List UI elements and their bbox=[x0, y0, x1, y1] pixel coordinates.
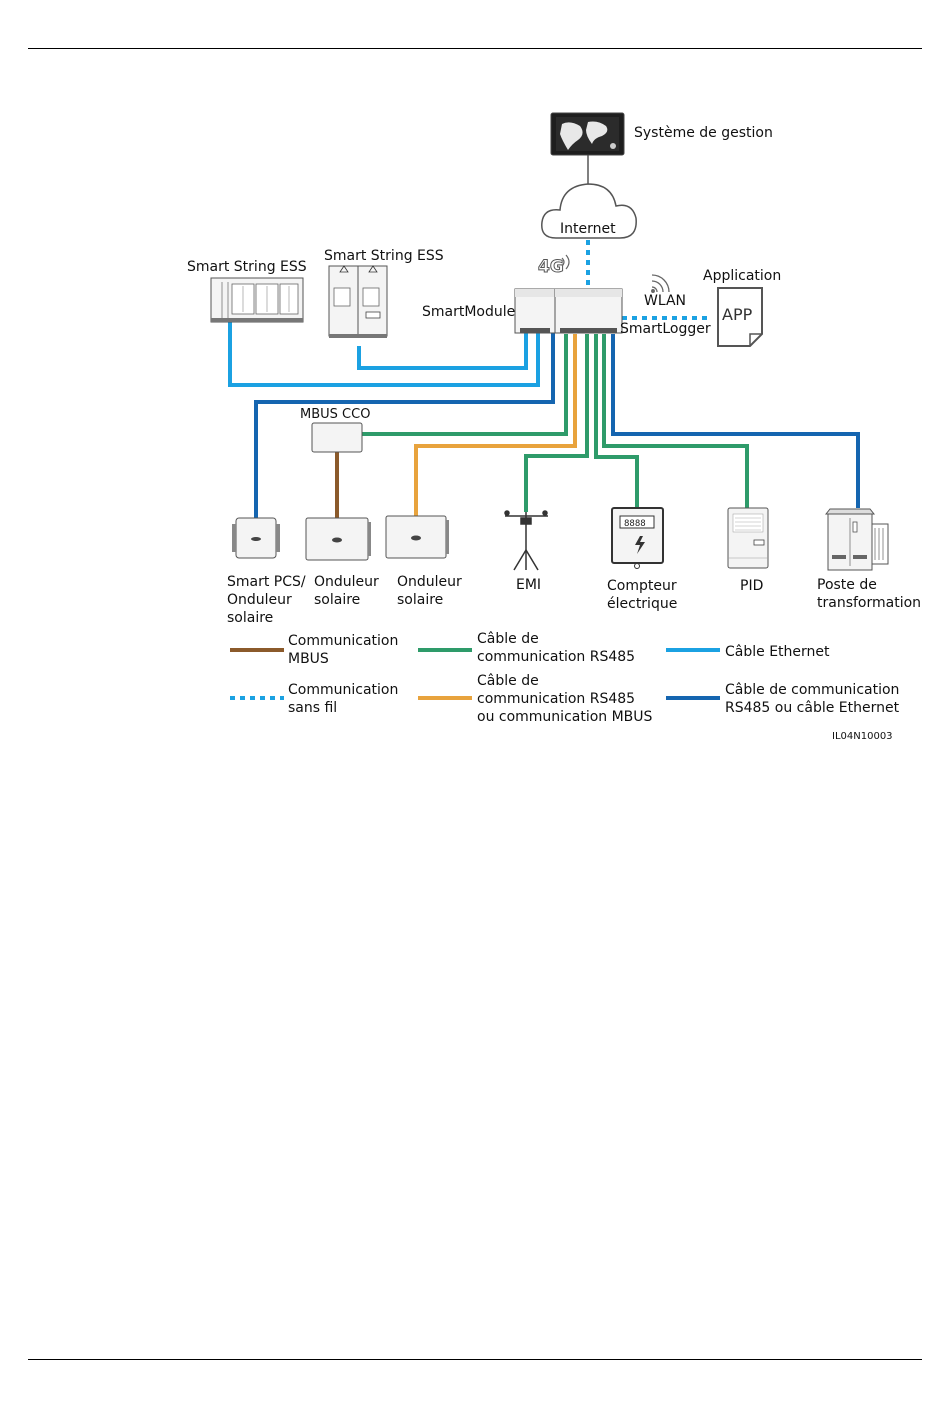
application-label: Application bbox=[703, 268, 781, 284]
meter-label-1: Compteur bbox=[607, 578, 677, 594]
four-g-icon: 4G bbox=[538, 257, 564, 277]
legend-label-rs485-2: communication RS485 bbox=[477, 649, 635, 665]
transformer-station-device bbox=[824, 508, 889, 571]
pid-device bbox=[727, 507, 769, 569]
rs485-line-meter bbox=[594, 334, 639, 508]
inverter-2-label-2: solaire bbox=[397, 592, 443, 608]
wlan-icon bbox=[651, 274, 670, 293]
smartlogger-device bbox=[554, 288, 623, 334]
legend-label-mbus-1: Communication bbox=[288, 633, 398, 649]
emi-label: EMI bbox=[516, 577, 541, 593]
transformer-label-1: Poste de bbox=[817, 577, 877, 593]
emi-weather-station-icon bbox=[504, 510, 548, 571]
smart-string-ess-1-device bbox=[210, 277, 304, 323]
meter-display: 8888 bbox=[624, 519, 646, 529]
legend-label-rs485-ethernet-1: Câble de communication bbox=[725, 682, 899, 698]
rs485-line-emi bbox=[524, 334, 589, 512]
pid-label: PID bbox=[740, 578, 763, 594]
legend-label-wireless-2: sans fil bbox=[288, 700, 337, 716]
rs485-line-pid bbox=[602, 334, 749, 508]
app-icon bbox=[717, 287, 763, 347]
legend-label-ethernet: Câble Ethernet bbox=[725, 644, 830, 660]
internet-label: Internet bbox=[560, 221, 616, 237]
rs485-mbus-line-inverter2 bbox=[414, 334, 577, 516]
legend-label-wireless-1: Communication bbox=[288, 682, 398, 698]
smart-string-ess-1-label: Smart String ESS bbox=[187, 259, 307, 275]
smartmodule-device bbox=[514, 288, 556, 334]
signal-arcs-4g bbox=[561, 254, 570, 270]
legend-label-rs485-mbus-3: ou communication MBUS bbox=[477, 709, 653, 725]
legend-label-rs485-mbus-2: communication RS485 bbox=[477, 691, 635, 707]
legend-label-mbus-2: MBUS bbox=[288, 651, 329, 667]
inverter-1-label-1: Onduleur bbox=[314, 574, 379, 590]
inverter-1-label-2: solaire bbox=[314, 592, 360, 608]
legend bbox=[230, 648, 720, 700]
inverter-2-device bbox=[385, 515, 449, 559]
rs485-ethernet-line-pcs bbox=[254, 332, 555, 518]
legend-label-rs485-mbus-1: Câble de bbox=[477, 673, 539, 689]
figure-code: IL04N10003 bbox=[832, 731, 893, 742]
ethernet-line-ess2 bbox=[357, 332, 528, 370]
inverter-2-label-1: Onduleur bbox=[397, 574, 462, 590]
smart-string-ess-2-label: Smart String ESS bbox=[324, 248, 444, 264]
management-system-monitor bbox=[550, 112, 625, 156]
pcs-label-1: Smart PCS/ bbox=[227, 574, 306, 590]
management-system-label: Système de gestion bbox=[634, 125, 773, 141]
inverter-1-device bbox=[305, 517, 371, 561]
smartmodule-label: SmartModule bbox=[422, 304, 515, 320]
pcs-label-3: solaire bbox=[227, 610, 273, 626]
mbus-cco-label: MBUS CCO bbox=[300, 407, 370, 422]
app-icon-label: APP bbox=[722, 305, 753, 324]
header-rule bbox=[28, 48, 922, 49]
footer-rule bbox=[28, 1359, 922, 1360]
transformer-label-2: transformation bbox=[817, 595, 921, 611]
smart-pcs-device bbox=[232, 517, 280, 559]
legend-label-rs485-ethernet-2: RS485 ou câble Ethernet bbox=[725, 700, 900, 716]
pcs-label-2: Onduleur bbox=[227, 592, 292, 608]
smart-string-ess-2-device bbox=[328, 265, 388, 338]
rs485-line-mbus-cco bbox=[362, 334, 568, 436]
wlan-label: WLAN bbox=[644, 293, 686, 309]
mbus-cco-device bbox=[311, 422, 363, 453]
rs485-ethernet-line-transformer bbox=[611, 334, 860, 508]
meter-label-2: électrique bbox=[607, 596, 677, 612]
internet-cloud-icon bbox=[541, 183, 637, 239]
ethernet-line-ess1 bbox=[228, 322, 540, 387]
smartlogger-label: SmartLogger bbox=[620, 321, 711, 337]
electric-meter-device bbox=[611, 507, 664, 569]
legend-label-rs485-1: Câble de bbox=[477, 631, 539, 647]
connection-lines bbox=[228, 155, 860, 518]
